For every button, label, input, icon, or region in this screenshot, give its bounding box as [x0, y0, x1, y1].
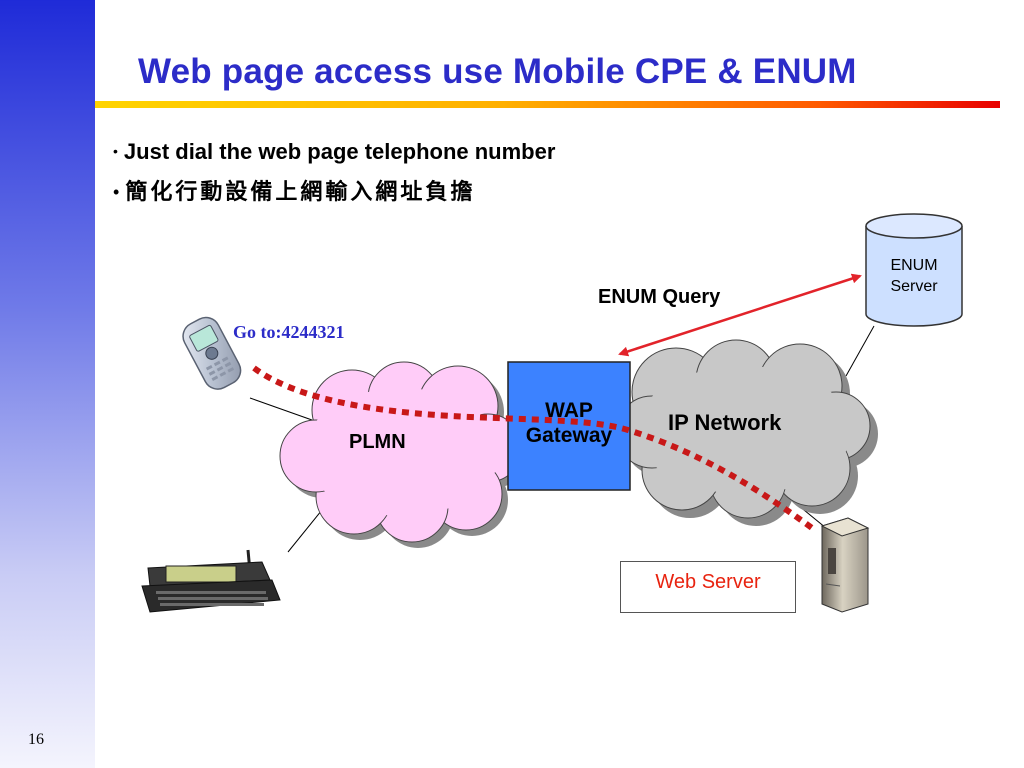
request-path-dotted: [252, 365, 814, 531]
bullet-marker: •: [113, 182, 120, 202]
enum-query-arrow: [618, 273, 862, 357]
side-gradient-bar: [0, 0, 95, 768]
bullet-item-1: • Just dial the web page telephone number: [113, 139, 555, 165]
mobile-phone-icon: [182, 316, 242, 390]
communicator-device-icon: [141, 549, 281, 613]
slide-title: Web page access use Mobile CPE & ENUM: [138, 52, 857, 91]
ip-network-label: IP Network: [668, 410, 782, 435]
goto-number-label: Go to:4244321: [233, 322, 345, 342]
plmn-label: PLMN: [349, 431, 406, 453]
ip-network-cloud-fill: [636, 366, 852, 494]
bullet-item-2: •簡化行動設備上網輸入網址負擔: [113, 174, 475, 206]
bullet-marker: •: [113, 143, 118, 159]
plmn-cloud-fill: [304, 388, 500, 516]
page-number: 16: [28, 731, 44, 748]
bullet-text: 簡化行動設備上網輸入網址負擔: [125, 179, 476, 205]
web-server-label: Web Server: [655, 571, 761, 593]
enum-server-cylinder: [865, 213, 963, 327]
enum-server-label: ENUM Server: [890, 257, 938, 295]
bullet-text: Just dial the web page telephone number: [123, 139, 556, 164]
title-underline: [95, 101, 1000, 108]
web-server-tower-icon: [820, 517, 870, 613]
connector-phone-plmn: [249, 397, 313, 421]
web-server-label-box: [620, 561, 796, 613]
wap-gateway-label: WAP Gateway: [525, 399, 613, 447]
enum-query-label: ENUM Query: [598, 286, 721, 308]
connector-ipnet-enum: [845, 325, 875, 377]
